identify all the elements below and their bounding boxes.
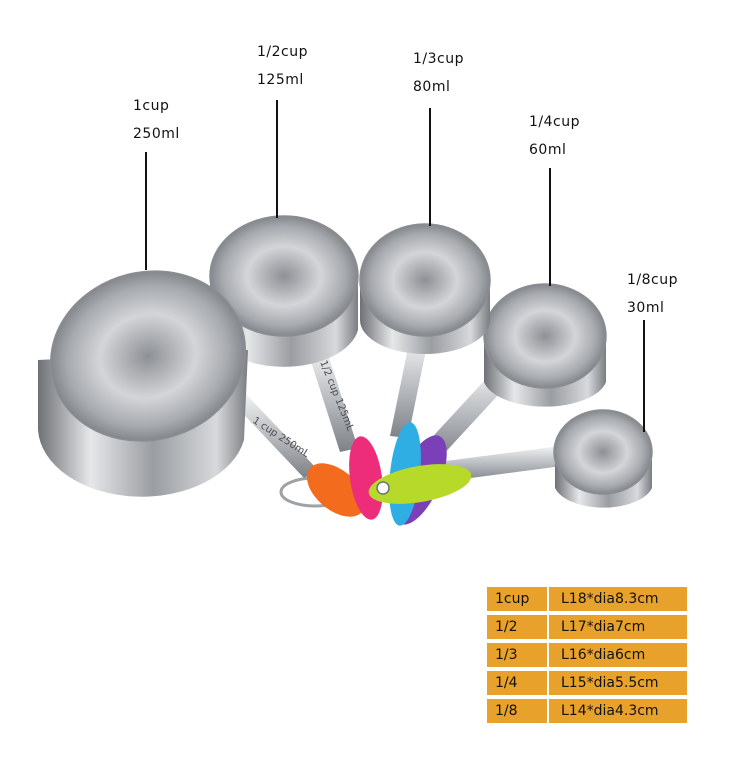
table-cell-dims: L14*dia4.3cm [549,699,687,723]
table-cell-size: 1/8 [487,699,549,723]
handle-quarter [424,368,512,458]
table-cell-dims: L17*dia7cm [549,615,687,639]
cup-third [359,223,491,354]
label-half: 1/2cup 125ml [257,38,308,94]
table-row: 1/2 L17*dia7cm [487,615,687,639]
pointer-line-half [276,100,278,218]
handle-third [390,338,428,438]
table-cell-size: 1/4 [487,671,549,695]
label-eighth: 1/8cup 30ml [627,266,678,322]
pointer-line-third [429,108,431,226]
table-cell-size: 1/2 [487,615,549,639]
dimension-table: 1cup L18*dia8.3cm 1/2 L17*dia7cm 1/3 L16… [487,583,687,727]
handle-half [308,348,358,452]
label-quarter-volume: 60ml [529,142,567,158]
silicone-grips [306,422,472,526]
table-row: 1/4 L15*dia5.5cm [487,671,687,695]
label-quarter-size: 1/4cup [529,114,580,130]
label-1cup-volume: 250ml [133,126,180,142]
cup-eighth [553,409,653,508]
table-cell-size: 1/3 [487,643,549,667]
grip-green [368,464,472,504]
table-row: 1cup L18*dia8.3cm [487,587,687,611]
cup-1 [38,270,248,497]
table-cell-size: 1cup [487,587,549,611]
cup-quarter [483,283,607,407]
label-1cup: 1cup 250ml [133,92,180,148]
label-third-size: 1/3cup [413,51,464,67]
pointer-line-1cup [145,152,147,270]
label-third-volume: 80ml [413,79,451,95]
handle-1cup [232,394,318,478]
cup-half [209,215,359,367]
label-eighth-volume: 30ml [627,300,665,316]
label-third: 1/3cup 80ml [413,45,464,101]
label-half-size: 1/2cup [257,44,308,60]
label-quarter: 1/4cup 60ml [529,108,580,164]
label-1cup-size: 1cup [133,98,170,114]
table-row: 1/8 L14*dia4.3cm [487,699,687,723]
table-cell-dims: L18*dia8.3cm [549,587,687,611]
table-cell-dims: L16*dia6cm [549,643,687,667]
label-half-volume: 125ml [257,72,304,88]
table-cell-dims: L15*dia5.5cm [549,671,687,695]
pointer-line-eighth [643,320,645,432]
table-row: 1/3 L16*dia6cm [487,643,687,667]
label-eighth-size: 1/8cup [627,272,678,288]
pointer-line-quarter [549,168,551,286]
